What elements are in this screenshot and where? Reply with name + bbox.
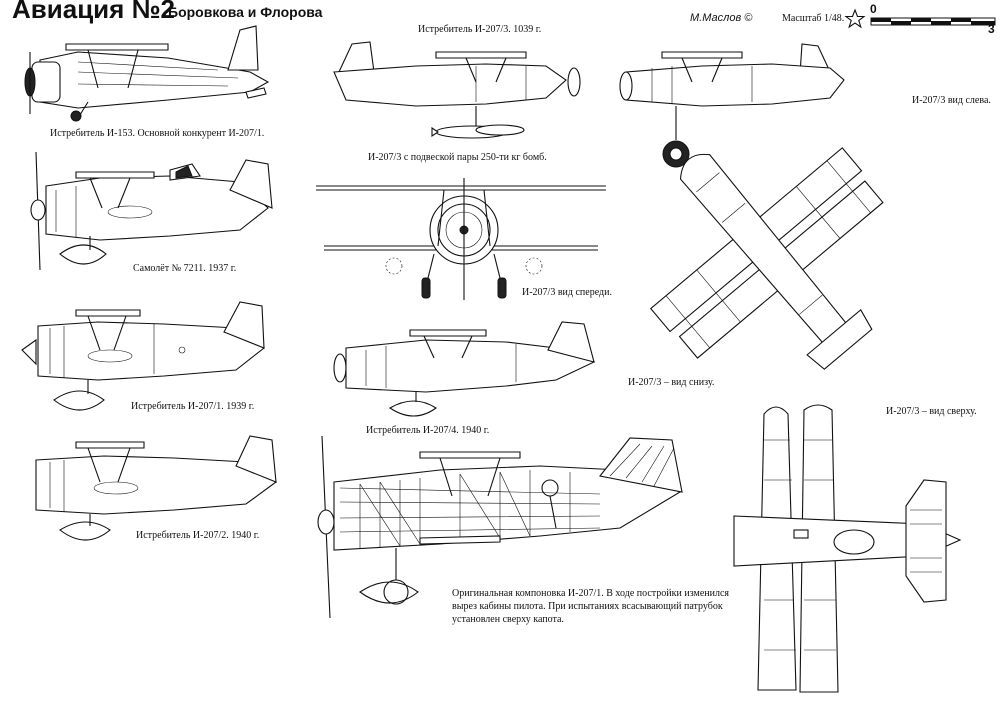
caption-i153: Истребитель И-153. Основной конкурент И-… (50, 128, 265, 139)
star-emblem-icon (844, 8, 866, 29)
caption-top-view: И-207/3 – вид сверху. (886, 406, 977, 417)
scale-bar (870, 17, 996, 26)
magazine-title: Авиация №2 (12, 0, 176, 24)
i207-3-bombs-side-view (333, 41, 581, 139)
caption-bottom-view: И-207/3 – вид снизу. (628, 377, 715, 388)
i207-2-side-view (35, 435, 277, 541)
caption-i207-4: Истребитель И-207/4. 1940 г. (366, 425, 490, 436)
i207-3-left-view (619, 43, 845, 168)
author-signature: М.Маслов © (690, 12, 753, 24)
magazine-subtitle: Боровкова и Флорова (168, 4, 323, 20)
i153-side-view (24, 25, 270, 122)
caption-layout-line-1: Оригинальная компоновка И-207/1. В ходе … (452, 588, 730, 599)
i207-3-bottom-view (649, 147, 884, 370)
caption-front-view: И-207/3 вид спереди. (522, 287, 612, 298)
caption-plane-7211: Самолёт № 7211. 1937 г. (133, 263, 237, 274)
i207-4-side-view (333, 321, 596, 417)
caption-left-view: И-207/3 вид слева. (912, 95, 991, 106)
caption-bombs: И-207/3 с подвеской пары 250-ти кг бомб. (368, 152, 547, 163)
i207-3-top-view (733, 404, 962, 693)
caption-layout-line-2: вырез кабины пилота. При испытаниях всас… (452, 601, 723, 612)
caption-layout-line-3: установлен сверху капота. (452, 614, 564, 625)
caption-i207-1: Истребитель И-207/1. 1939 г. (131, 401, 255, 412)
scale-label: Масштаб 1/48. (782, 13, 845, 24)
scale-end: 3 (988, 22, 995, 36)
i207-1-cutaway-view (317, 435, 683, 619)
i207-1-side-view (21, 301, 265, 411)
i207-3-front-view (316, 178, 606, 300)
scale-start: 0 (870, 2, 877, 16)
caption-i207-2: Истребитель И-207/2. 1940 г. (136, 530, 260, 541)
caption-i207-3: Истребитель И-207/3. 1039 г. (418, 24, 542, 35)
plane-7211-side-view (30, 151, 273, 271)
